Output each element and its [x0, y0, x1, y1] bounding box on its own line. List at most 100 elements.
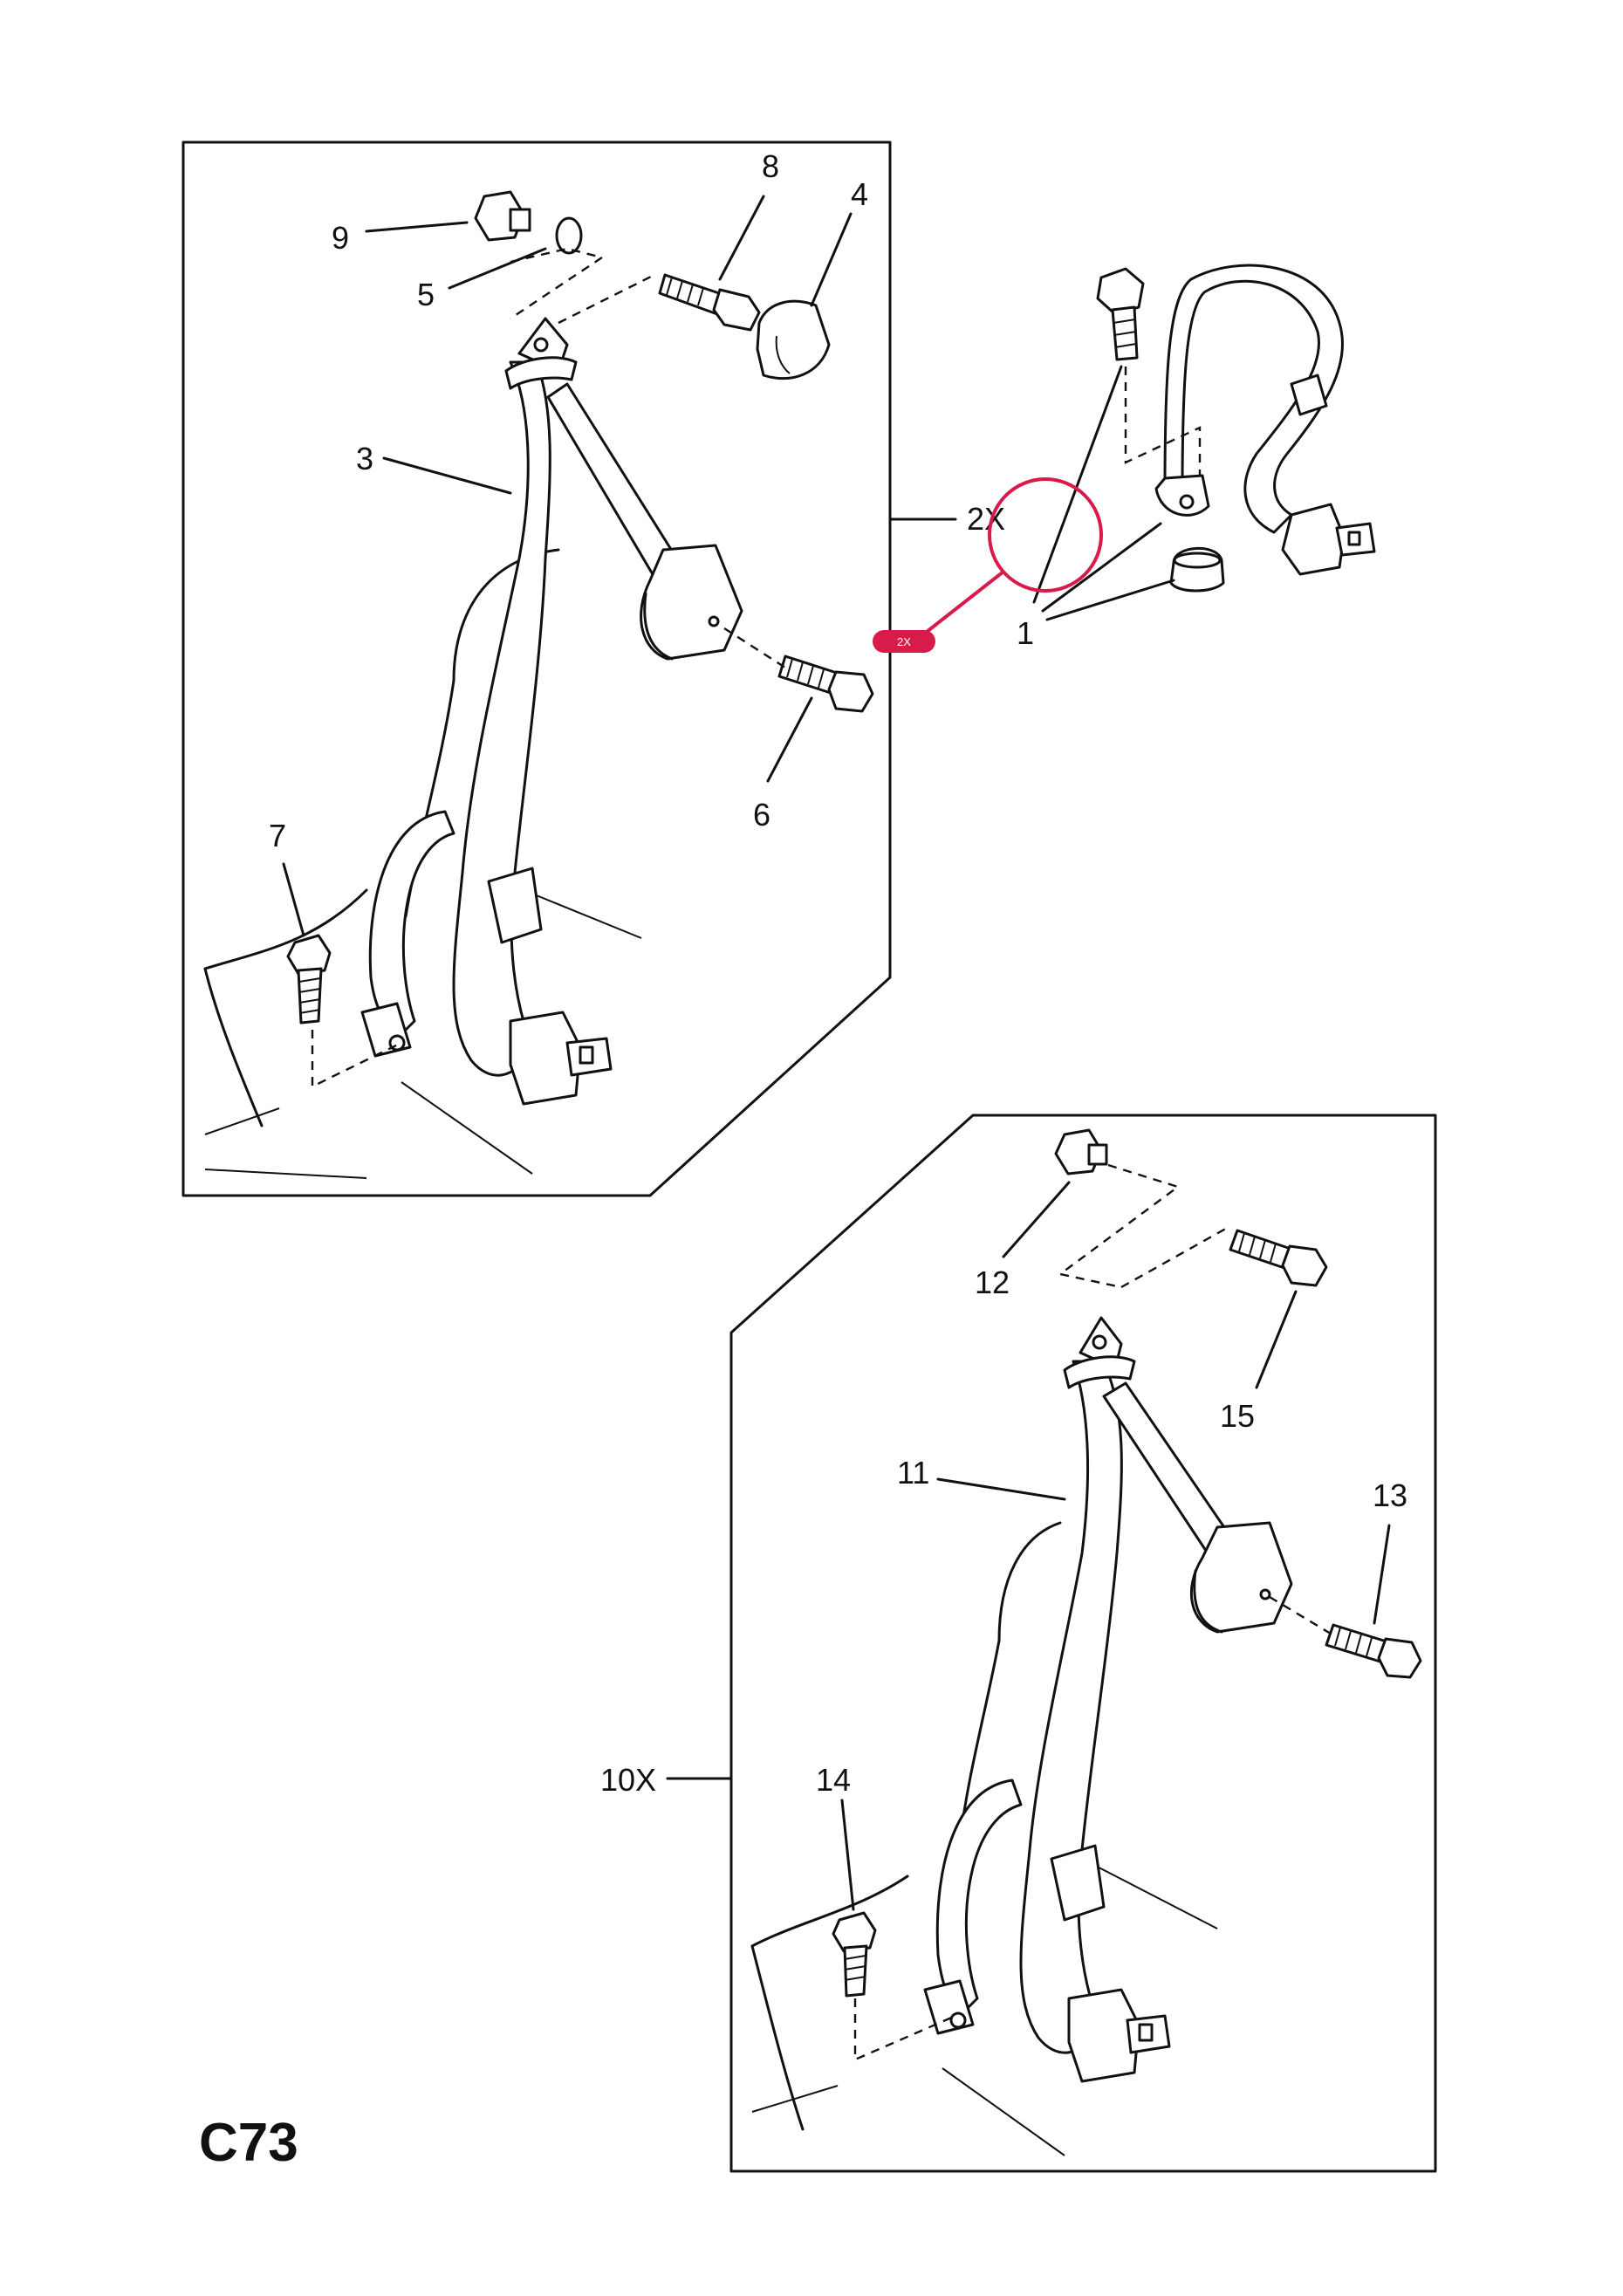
detail-anchor-hole: [1179, 494, 1195, 510]
leader-3: [382, 456, 512, 495]
lower-dash-line-13: [1269, 1595, 1332, 1635]
callout-8[interactable]: 8: [762, 148, 779, 184]
part-7-bolt: [286, 934, 332, 1025]
upper-floor-line-2: [204, 1107, 280, 1135]
lower-dash-line-15: [1120, 1224, 1231, 1289]
highlight-leader: [925, 570, 1005, 634]
leader-9: [365, 221, 469, 233]
upper-floor-line: [401, 1081, 533, 1175]
lower-panel-border: [729, 1114, 1437, 2173]
detail-bolt-thread: [1113, 319, 1137, 348]
part-9-nut: [474, 190, 531, 242]
buckle-stalk-strap: [368, 810, 455, 1036]
lower-floor-line-2: [751, 2085, 839, 2113]
lower-belt-tongue-slot: [1138, 2023, 1154, 2042]
lower-shoulder-belt-strap: [1019, 1360, 1123, 2054]
lower-floor-line: [942, 2067, 1065, 2156]
callout-15[interactable]: 15: [1220, 1398, 1255, 1434]
callout-9[interactable]: 9: [332, 220, 349, 256]
belt-tongue: [509, 1011, 582, 1106]
upper-panel-border: [181, 141, 892, 1197]
callout-7[interactable]: 7: [269, 818, 286, 853]
lower-buckle-stalk-strap: [935, 1779, 1023, 2013]
retractor-bolt-hole: [708, 615, 720, 627]
lower-buckle-anchor-plate: [923, 1979, 975, 2035]
part-13-bolt: [1325, 1623, 1422, 1679]
part-8-bolt: [658, 273, 761, 332]
belt-tongue-plate: [565, 1037, 613, 1077]
page-code: C73: [199, 2113, 298, 2173]
dash-line-8: [558, 273, 655, 325]
callout-10x[interactable]: 10X: [600, 1762, 656, 1798]
callout-3[interactable]: 3: [356, 441, 373, 476]
callout-1[interactable]: 1: [1017, 615, 1034, 651]
callout-5[interactable]: 5: [417, 277, 435, 312]
leader-13: [1373, 1524, 1391, 1625]
part-12-nut: [1054, 1128, 1108, 1175]
upper-anchor-hole: [533, 337, 549, 353]
callout-11[interactable]: 11: [897, 1455, 929, 1491]
retractor-housing: [640, 544, 743, 661]
leader-11: [936, 1477, 1066, 1501]
belt-guide-loop: [504, 356, 578, 390]
part-5-washer: [555, 216, 583, 255]
lower-seat-cushion-top: [750, 1874, 909, 1948]
detail-anchor-plate: [1154, 474, 1210, 517]
callout-12[interactable]: 12: [975, 1265, 1010, 1300]
leader-1-bolt: [1032, 365, 1123, 604]
part-1-detail: [1032, 264, 1376, 621]
lower-retractor-bolt-hole: [1259, 1588, 1271, 1600]
part-14-bolt: [832, 1911, 877, 1998]
lower-belt-tongue: [1067, 1988, 1140, 2083]
callout-14[interactable]: 14: [816, 1762, 851, 1798]
callout-labels: 9 5 8 4 3 2X 1 6 7 12 15 11 13 10X 14: [269, 148, 1407, 1798]
dash-line-9-5: [510, 247, 605, 319]
dash-line-7: [311, 1030, 402, 1088]
belt-tongue-slot: [579, 1045, 594, 1065]
leader-14: [840, 1799, 855, 1911]
highlight-badge[interactable]: [873, 630, 935, 653]
detail-strap-clip: [1290, 374, 1328, 416]
lower-belt-tongue-plate: [1126, 2014, 1171, 2054]
upper-floor-line-3: [204, 1169, 367, 1179]
detail-bolt-head: [1096, 267, 1145, 316]
upper-seat-cushion-top: [203, 888, 368, 970]
lower-seat-cushion-front: [750, 1944, 805, 2131]
leader-1-nut: [1045, 579, 1175, 621]
callout-6[interactable]: 6: [753, 797, 770, 833]
detail-tongue: [1281, 503, 1346, 576]
lower-assembly-panel: [666, 1114, 1437, 2173]
upper-seat-cushion-front: [203, 967, 264, 1127]
leader-4: [810, 212, 853, 307]
lower-belt-guide-loop: [1063, 1355, 1136, 1389]
lower-upper-anchor-hole: [1092, 1334, 1107, 1350]
callout-13[interactable]: 13: [1373, 1477, 1407, 1513]
lower-dash-line-12: [1058, 1163, 1181, 1289]
detail-cap-nut: [1169, 547, 1225, 593]
leader-1-anchor: [1041, 522, 1162, 613]
part-15-bolt: [1229, 1229, 1328, 1287]
lower-retractor-housing-edge: [1193, 1569, 1223, 1634]
leader-12: [1002, 1181, 1071, 1258]
upper-strap-clip: [487, 867, 543, 944]
upper-assembly-panel: [181, 141, 957, 1197]
upper-seat-seam: [523, 889, 642, 939]
buckle-anchor-hole: [388, 1034, 406, 1052]
part-4-cover-cap: [756, 299, 831, 380]
leader-6: [766, 696, 813, 783]
callout-4[interactable]: 4: [851, 176, 868, 212]
detail-tongue-plate: [1335, 522, 1376, 557]
lower-retractor-housing: [1189, 1521, 1293, 1634]
highlight-ring: [988, 477, 1103, 593]
leader-5: [448, 247, 547, 290]
detail-cap-nut-top: [1173, 552, 1222, 569]
callout-2x[interactable]: 2X: [967, 501, 1005, 537]
highlight-overlay: 2X: [873, 477, 1103, 653]
highlight-badge-label: 2X: [897, 635, 911, 648]
leader-15: [1255, 1290, 1298, 1389]
detail-dash-line: [1124, 367, 1202, 476]
leader-7: [282, 862, 305, 937]
lower-strap-clip: [1050, 1844, 1106, 1922]
lower-seat-seam: [1081, 1858, 1218, 1929]
